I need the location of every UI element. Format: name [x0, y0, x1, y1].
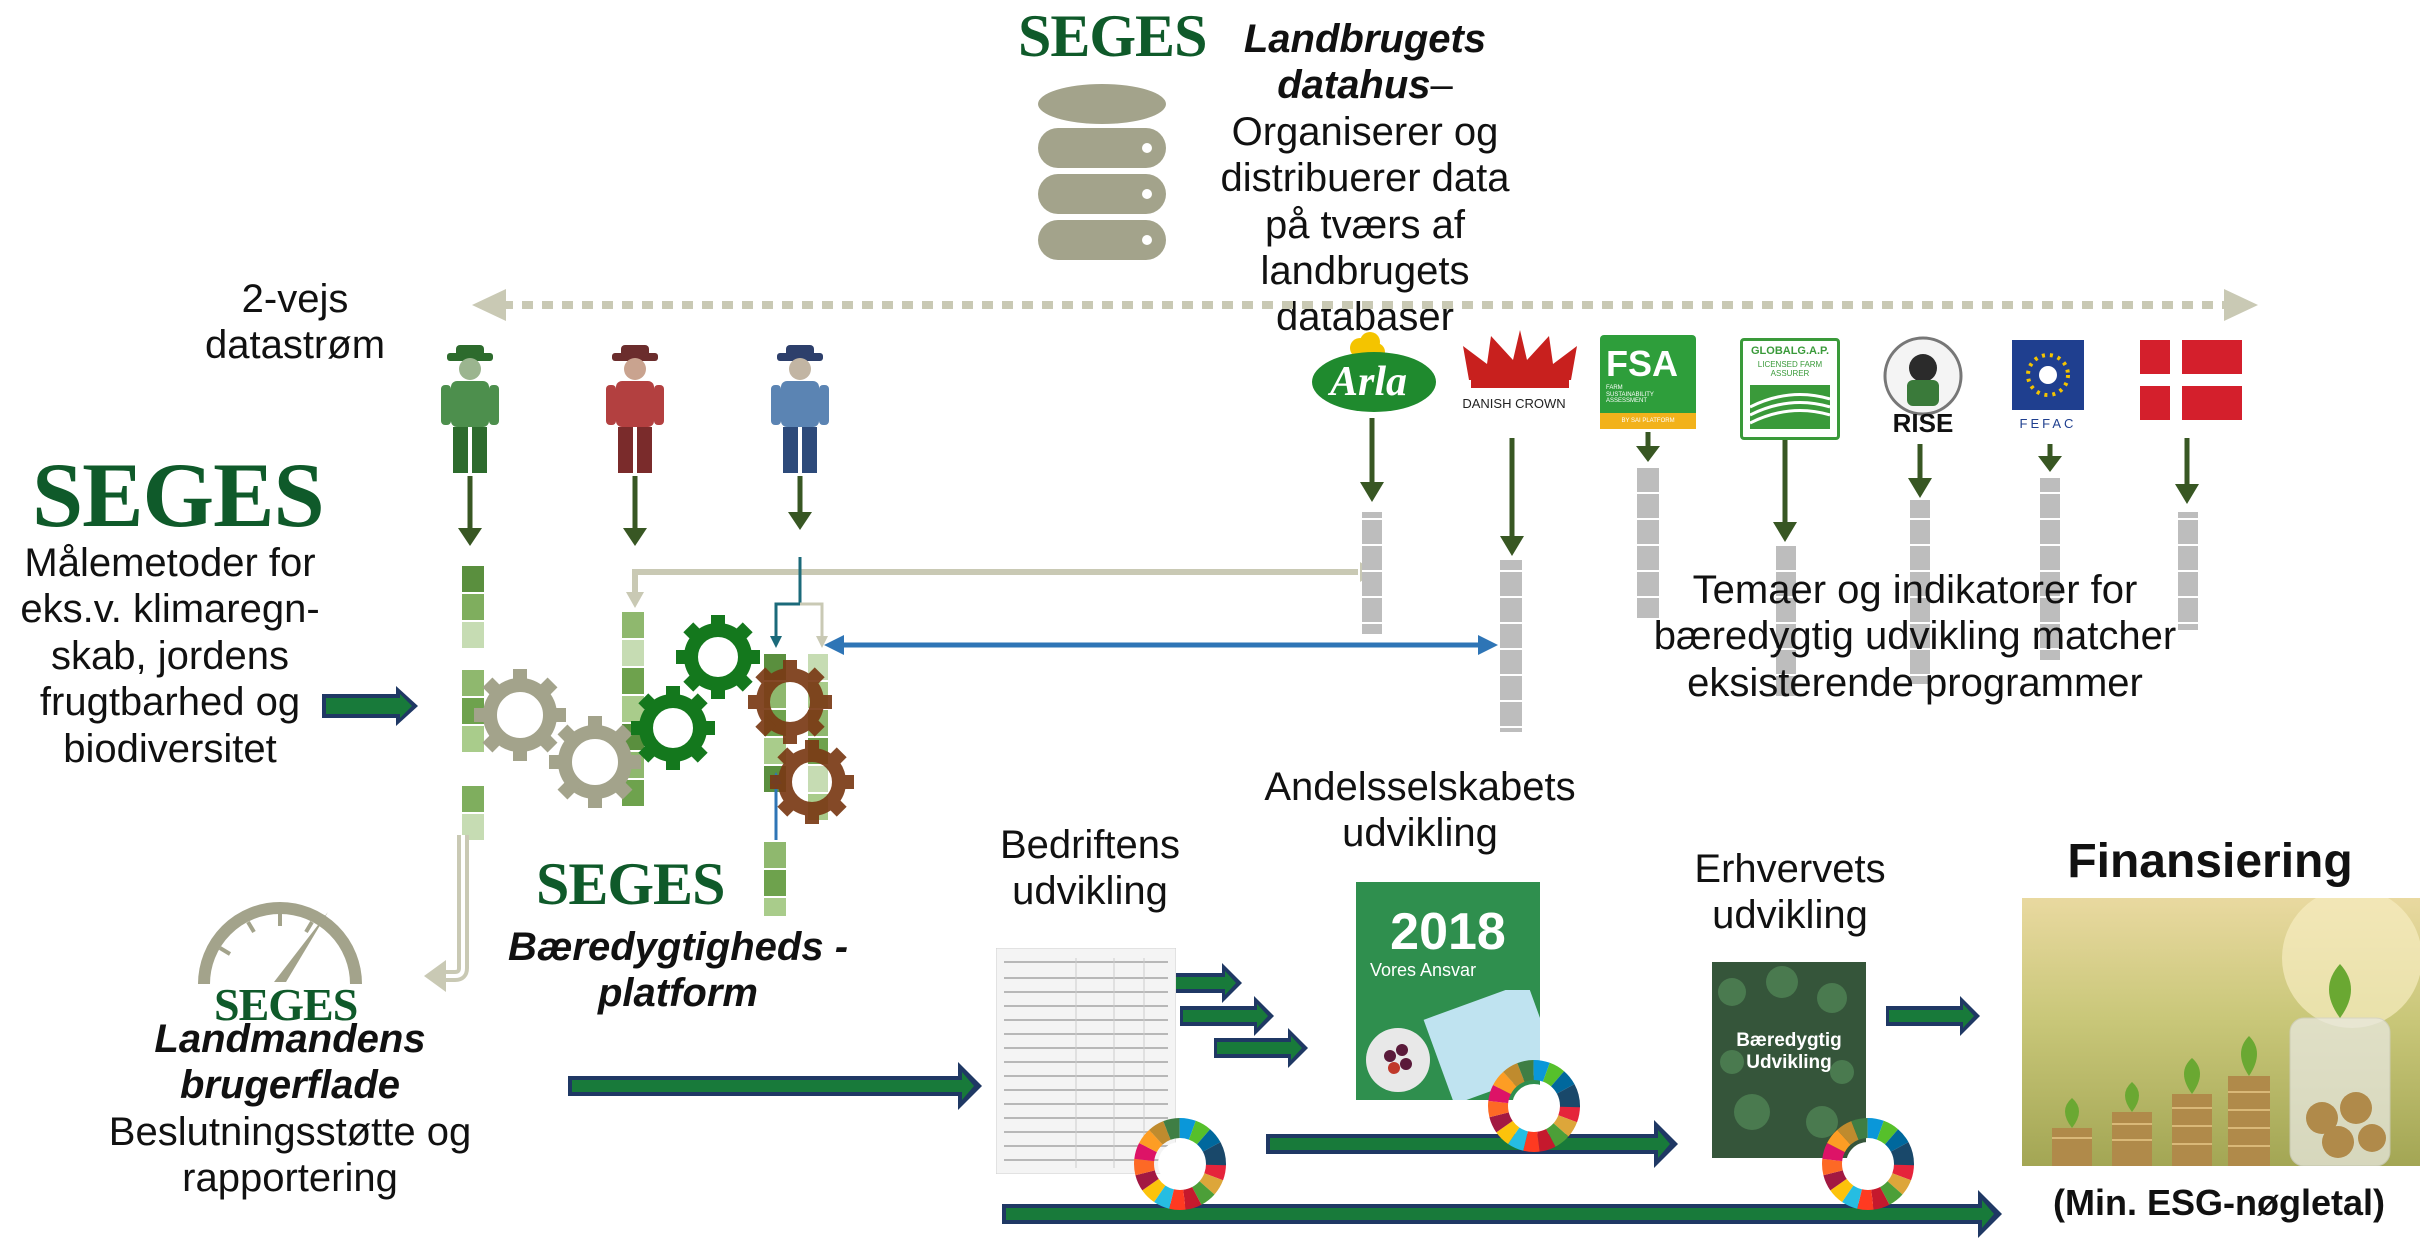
danish-flag-icon: [2140, 340, 2242, 420]
bar-column-farmer-1: [462, 566, 484, 840]
landmand-text: Landmandens brugerflade Beslutningsstøtt…: [60, 1016, 520, 1202]
farmer-green-icon: [441, 345, 499, 473]
globalgap-logo: GLOBALG.A.P. LICENSED FARM ASSURER: [1740, 338, 1840, 440]
temaer-text: Temaer og indikatorer for bæredygtig udv…: [1653, 568, 2177, 705]
bedrift-label: Bedriftens udvikling: [999, 823, 1181, 914]
fefac-text: FEFAC: [2019, 416, 2077, 431]
andel-label: Andelsselskabets udvikling: [1264, 765, 1576, 856]
input-arrow: [322, 686, 418, 726]
seges-logo-landmand: SEGES: [214, 979, 358, 1030]
farmer-red-icon: [606, 345, 664, 473]
datahus-title: Landbrugets datahus: [1243, 17, 1487, 108]
gauge-icon: [198, 902, 362, 985]
fsa-sub: FARM SUSTAINABILITY ASSESSMENT: [1606, 385, 1654, 405]
fsa-logo: FSA FARM SUSTAINABILITY ASSESSMENT BY SA…: [1600, 335, 1696, 429]
fsa-foot: BY SAI PLATFORM: [1600, 413, 1696, 429]
database-icon: [1038, 84, 1166, 260]
finansiering-title: Finansiering: [2067, 835, 2353, 888]
grey-bars: [1362, 466, 2198, 732]
globalgap-sub: LICENSED FARM ASSURER: [1757, 360, 1823, 378]
danish-crown-logo: DANISH CROWN: [1455, 330, 1577, 420]
datahus-text: Landbrugets datahus– Organiserer og dist…: [1200, 16, 1530, 341]
fsa-text: FSA: [1606, 343, 1678, 384]
rise-text: RISE: [1892, 408, 1954, 438]
two-way-datastream-arrow: [472, 289, 2258, 321]
fefac-logo: FEFAC: [2012, 340, 2086, 436]
landmand-title: Landmandens brugerflade: [154, 1017, 426, 1108]
field-rows-icon: [1750, 385, 1830, 429]
finance-photo: [2022, 898, 2420, 1166]
landmand-desc: Beslutningsstøtte og rapportering: [108, 1109, 472, 1201]
eu-flag-icon: [2012, 340, 2084, 410]
maalemetoder-text: Målemetoder for eks.v. klimaregn-skab, j…: [20, 541, 320, 771]
rise-logo: RISE: [1873, 336, 1973, 440]
seges-logo-platform: SEGES: [536, 851, 725, 917]
platform-title: Bæredygtigheds -platform: [507, 925, 849, 1016]
report-year: 2018: [1390, 903, 1506, 961]
gears: [474, 615, 854, 824]
coins-plants-icon: [2052, 898, 2420, 1166]
sdg-wheel-icon: [1134, 1118, 1226, 1210]
forest-texture-icon: [1712, 962, 1866, 1158]
seges-logo-left: SEGES: [32, 444, 325, 546]
seges-logo-top: SEGES: [1018, 3, 1207, 69]
report-sub: Vores Ansvar: [1370, 960, 1477, 980]
sdg-wheel-icon: [1822, 1118, 1914, 1210]
arla-flower-icon: [1312, 332, 1436, 412]
logo-arrows: [1360, 418, 2199, 556]
farmer-blue-icon: [771, 345, 829, 473]
sdg-wheel-icon: [1488, 1060, 1580, 1152]
arla-logo: Arla: [1308, 332, 1438, 416]
bottom-arrows: [568, 963, 2002, 1238]
arla-text: Arla: [1330, 359, 1408, 405]
farmer-arrows: [458, 476, 812, 546]
danish-crown-text: DANISH CROWN: [1462, 396, 1566, 411]
crown-icon: [1463, 330, 1577, 388]
esg-label: (Min. ESG-nøgletal): [2053, 1182, 2385, 1223]
annual-report-cover: 2018 Vores Ansvar: [1356, 882, 1540, 1100]
book-cover: Bæredygtig Udvikling: [1712, 962, 1866, 1158]
erhverv-label: Erhvervets udvikling: [1694, 847, 1886, 938]
book-title: Bæredygtig Udvikling: [1736, 1030, 1842, 1073]
rise-emblem-icon: [1883, 336, 1963, 416]
datastream-label: 2-vejs datastrøm: [204, 277, 386, 368]
datahus-desc: – Organiserer og distribuerer data på tv…: [1220, 63, 1510, 340]
globalgap-text: GLOBALG.A.P.: [1750, 345, 1830, 357]
